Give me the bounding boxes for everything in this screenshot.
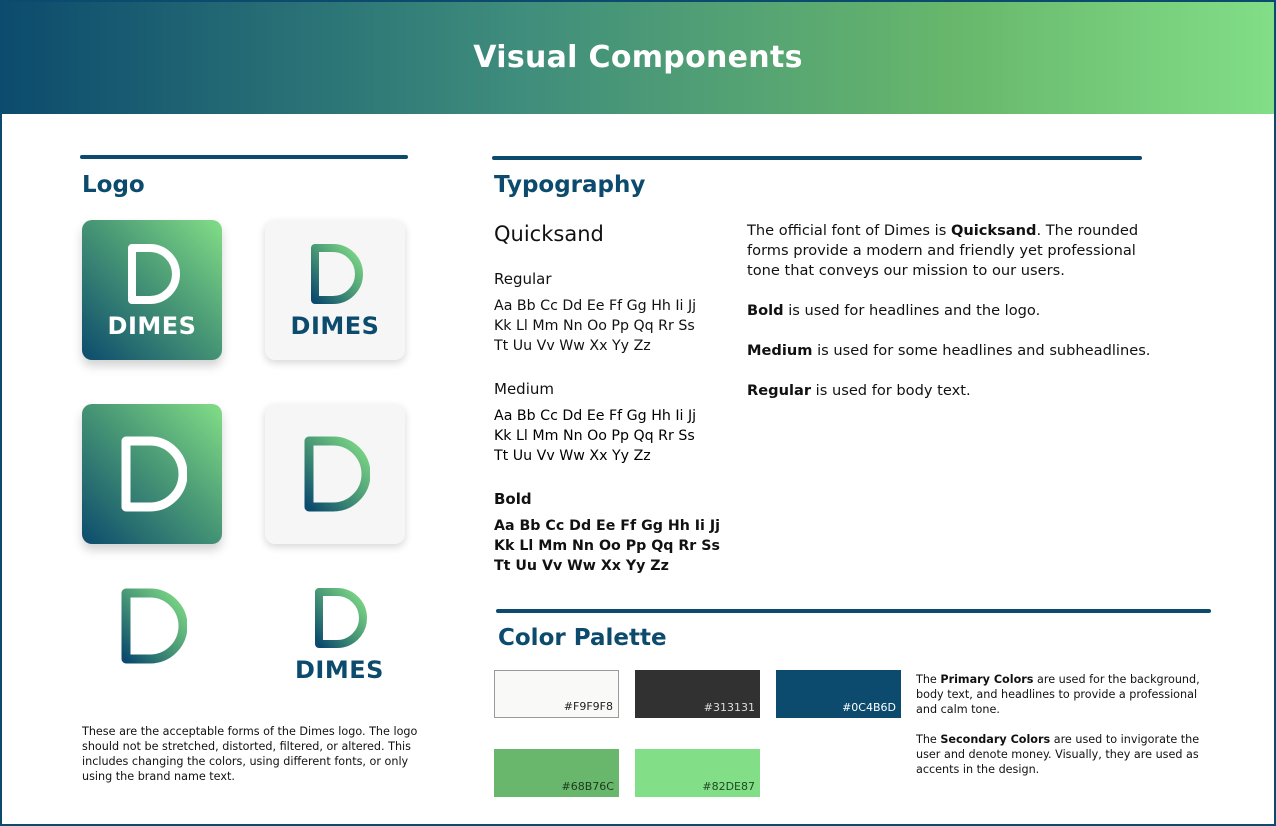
logo-free-wordmark: DIMES <box>295 586 384 682</box>
logo-section-title: Logo <box>82 172 145 198</box>
color-swatch: #F9F9F8 <box>494 670 619 718</box>
sample-line: Tt Uu Vv Ww Xx Yy Zz <box>494 448 651 464</box>
logo-tile-light-monogram <box>265 404 405 544</box>
color-swatch: #0C4B6D <box>776 670 901 718</box>
logo-section-rule <box>80 155 408 159</box>
logo-wordmark: DIMES <box>107 312 197 340</box>
logo-wordmark: DIMES <box>290 312 380 340</box>
sample-line: Tt Uu Vv Ww Xx Yy Zz <box>494 338 651 354</box>
swatch-hex: #0C4B6D <box>842 701 896 714</box>
desc-emphasis: Quicksand <box>950 222 1037 239</box>
typography-regular-usage: Regular is used for body text. <box>747 381 1157 401</box>
page-title: Visual Components <box>473 39 803 75</box>
d-monogram-icon <box>128 244 180 304</box>
sample-line: Aa Bb Cc Dd Ee Ff Gg Hh Ii Jj <box>494 408 697 424</box>
logo-tile-dark-monogram <box>82 404 222 544</box>
secondary-colors-note: The Secondary Colors are used to invigor… <box>916 732 1216 777</box>
note-text: The <box>916 673 941 686</box>
desc-text: is used for body text. <box>811 382 971 399</box>
desc-text: is used for headlines and the logo. <box>783 302 1041 319</box>
swatch-hex: #F9F9F8 <box>563 700 613 713</box>
color-swatch: #68B76C <box>494 749 619 797</box>
page-header: Visual Components <box>2 2 1274 114</box>
note-text: are used for the background, body text, … <box>916 673 1200 716</box>
logo-tile-dark-wordmark: DIMES <box>82 220 222 360</box>
d-monogram-icon <box>304 436 370 512</box>
desc-text: The official font of Dimes is <box>747 222 951 239</box>
logo-wordmark: DIMES <box>295 656 384 684</box>
swatch-hex: #82DE87 <box>702 780 755 793</box>
swatch-hex: #313131 <box>703 701 755 714</box>
swatch-hex: #68B76C <box>561 780 614 793</box>
d-monogram-icon <box>311 244 363 304</box>
typography-bold-usage: Bold is used for headlines and the logo. <box>747 301 1157 321</box>
desc-text: . The rounded forms provide a modern and… <box>747 222 1139 279</box>
palette-section-rule <box>496 609 1211 613</box>
note-emphasis: Secondary Colors <box>940 733 1051 746</box>
color-swatch: #313131 <box>635 670 760 718</box>
sample-medium: Aa Bb Cc Dd Ee Ff Gg Hh Ii Jj Kk Ll Mm N… <box>494 406 734 466</box>
logo-usage-note: These are the acceptable forms of the Di… <box>82 725 418 783</box>
typography-section-rule <box>492 156 1142 160</box>
note-text: The <box>916 733 941 746</box>
font-name: Quicksand <box>494 222 604 246</box>
d-monogram-icon <box>121 436 187 512</box>
sample-line: Kk Ll Mm Nn Oo Pp Qq Rr Ss <box>494 428 695 444</box>
sample-regular: Aa Bb Cc Dd Ee Ff Gg Hh Ii Jj Kk Ll Mm N… <box>494 296 734 356</box>
weight-label-bold: Bold <box>494 490 532 508</box>
desc-emphasis: Medium <box>747 342 813 359</box>
desc-text: is used for some headlines and subheadli… <box>812 342 1151 359</box>
sample-bold: Aa Bb Cc Dd Ee Ff Gg Hh Ii Jj Kk Ll Mm N… <box>494 516 734 576</box>
sample-line: Kk Ll Mm Nn Oo Pp Qq Rr Ss <box>494 538 720 554</box>
note-text: are used to invigorate the user and deno… <box>916 733 1200 776</box>
desc-emphasis: Regular <box>747 382 812 399</box>
weight-label-regular: Regular <box>494 270 552 288</box>
color-swatch: #82DE87 <box>635 749 760 797</box>
note-emphasis: Primary Colors <box>940 673 1034 686</box>
d-monogram-icon <box>121 588 187 664</box>
typography-description: The official font of Dimes is Quicksand.… <box>747 221 1157 281</box>
primary-colors-note: The Primary Colors are used for the back… <box>916 672 1216 717</box>
sample-line: Aa Bb Cc Dd Ee Ff Gg Hh Ii Jj <box>494 298 697 314</box>
sample-line: Tt Uu Vv Ww Xx Yy Zz <box>494 558 669 574</box>
d-monogram-icon <box>315 588 368 648</box>
logo-free-monogram <box>117 586 187 666</box>
palette-section-title: Color Palette <box>498 625 667 651</box>
desc-emphasis: Bold <box>747 302 784 319</box>
typography-section-title: Typography <box>494 172 646 198</box>
logo-tile-light-wordmark: DIMES <box>265 220 405 360</box>
weight-label-medium: Medium <box>494 380 554 398</box>
sample-line: Kk Ll Mm Nn Oo Pp Qq Rr Ss <box>494 318 695 334</box>
typography-medium-usage: Medium is used for some headlines and su… <box>747 341 1157 361</box>
sample-line: Aa Bb Cc Dd Ee Ff Gg Hh Ii Jj <box>494 518 720 534</box>
